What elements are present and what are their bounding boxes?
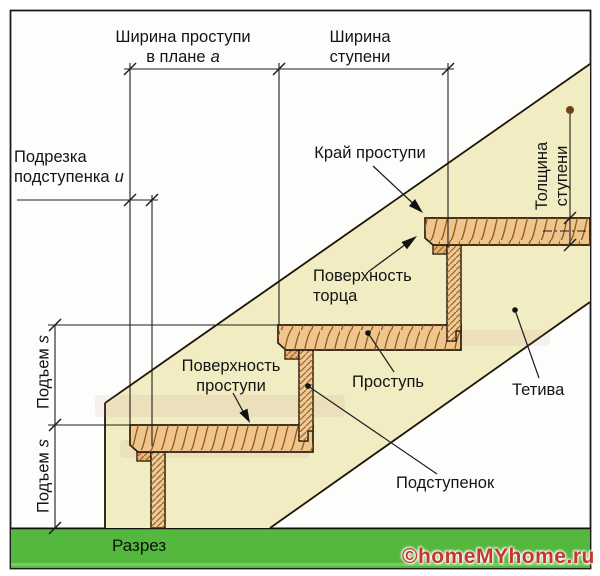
dim-label-rise-upper: Подъем s [34,325,56,420]
dim-label-rise-lower: Подъем s [34,429,56,524]
part-text: проступи [196,377,266,395]
part-text: Подступенок [396,474,495,492]
dim-label-tread-thickness: Толщина ступени [532,136,572,216]
ground-strip [11,527,590,568]
arrow-end-surface [401,236,417,250]
leader-lines [232,165,540,475]
label-tread: Проступь [352,372,424,392]
label-stringer: Тетива [512,380,564,400]
part-text: Тетива [512,381,565,399]
dim-var: s [34,438,53,448]
label-tread-edge: Край проступи [310,143,430,163]
watermark: ©homeMYhome.ru [402,545,595,569]
dim-text: Подъем [34,348,53,410]
leader-dot-stringer [512,307,518,313]
dim-text: Толщина [533,141,551,211]
step-top [424,217,591,342]
part-text: торца [313,287,358,305]
dim-label-step-width: Ширина ступени [300,27,420,67]
dim-var: s [34,334,53,344]
dim-text: подступенка [14,168,110,186]
wood-knot [566,106,574,114]
stringer-shape [104,63,591,529]
label-end-surface: Поверхность торца [313,266,412,306]
dim-text: Подрезка [14,148,87,166]
watermark-text: ©homeMYhome.ru [402,545,595,568]
part-text: Разрез [112,536,167,555]
leader-dot-riser [305,383,311,389]
dim-var: u [114,168,124,186]
label-section: Разрез [112,536,166,556]
part-text: Поверхность [181,357,281,375]
part-text: Проступь [352,373,424,391]
step-middle [277,324,462,442]
label-tread-surface: Поверхность проступи [172,356,290,396]
dim-text: Ширина проступи [115,28,251,46]
dim-text: в плане [146,48,206,66]
dim-var: a [210,48,220,66]
dim-text: ступени [553,145,571,207]
dimension-lines [17,63,590,528]
dimension-ticks [48,62,577,535]
dim-text: ступени [329,48,391,66]
label-riser: Подступенок [396,473,494,493]
leader-dot-tread [365,330,371,336]
dim-text: Ширина [329,28,391,46]
dim-text: Подъем [34,452,53,514]
arrow-tread-surface [239,408,250,423]
part-text: Поверхность [313,267,412,285]
step-bottom [129,424,314,529]
arrow-tread-edge [409,199,423,213]
part-text: Край проступи [314,144,426,162]
